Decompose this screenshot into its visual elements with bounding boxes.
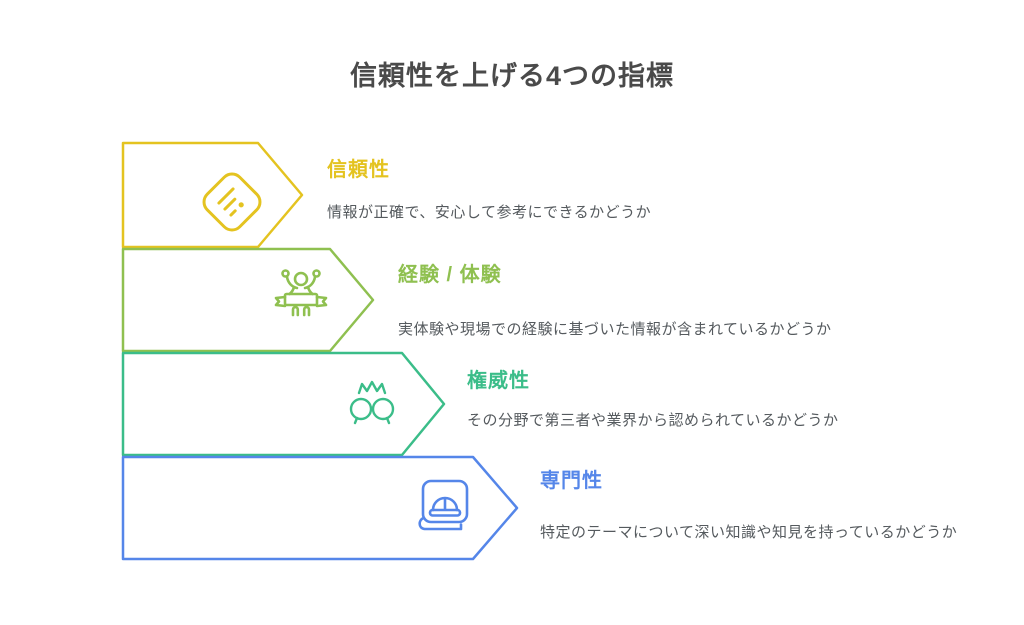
item-title-reliability: 信頼性 bbox=[327, 159, 390, 181]
hardhat-manual-icon bbox=[418, 479, 469, 531]
feed-icon-frame bbox=[202, 172, 262, 232]
finish-ribbon-left bbox=[274, 295, 287, 308]
winner-head bbox=[293, 271, 309, 287]
book-pages bbox=[418, 516, 463, 531]
winner-left-leg bbox=[291, 305, 300, 317]
feed-icon-dot bbox=[238, 202, 244, 208]
chevron-shape-reliability bbox=[121, 141, 304, 249]
feed-icon-line-medium bbox=[223, 197, 237, 211]
item-description-experience: 実体験や現場での経験に基づいた情報が含まれているかどうか bbox=[398, 321, 832, 338]
hardhat-brim bbox=[428, 508, 462, 517]
chevron-shape-experience bbox=[121, 247, 375, 353]
winner-right-hand bbox=[312, 269, 321, 278]
winner-left-arm bbox=[285, 275, 299, 290]
winner-left-hand bbox=[281, 269, 290, 278]
head-right bbox=[371, 397, 395, 421]
head-left bbox=[349, 397, 373, 421]
head-right-neck bbox=[385, 416, 391, 425]
item-description-expertise: 特定のテーマについて深い知識や知見を持っているかどうか bbox=[540, 524, 958, 541]
item-title-authority: 権威性 bbox=[467, 370, 530, 392]
item-description-authority: その分野で第三者や業界から認められているかどうか bbox=[467, 412, 839, 429]
crowned-heads-icon bbox=[349, 380, 395, 425]
feed-icon-line-short bbox=[229, 209, 237, 217]
head-left-neck bbox=[353, 416, 359, 425]
book-cover bbox=[421, 479, 469, 524]
item-title-experience: 経験 / 体験 bbox=[398, 264, 502, 286]
feed-icon-line-long bbox=[217, 187, 235, 205]
finish-line-winner-icon bbox=[274, 269, 328, 317]
feed-document-icon bbox=[202, 172, 262, 232]
chevron-shape-authority bbox=[121, 351, 446, 457]
finish-ribbon-right bbox=[315, 295, 328, 308]
item-description-reliability: 情報が正確で、安心して参考にできるかどうか bbox=[327, 204, 652, 221]
page-title: 信頼性を上げる4つの指標 bbox=[349, 61, 674, 91]
chevron-shape-expertise bbox=[121, 455, 519, 561]
crown-shape bbox=[357, 380, 387, 395]
winner-right-arm bbox=[303, 275, 317, 290]
winner-right-leg bbox=[302, 305, 311, 317]
item-title-expertise: 専門性 bbox=[540, 470, 603, 492]
finish-banner bbox=[283, 292, 319, 307]
